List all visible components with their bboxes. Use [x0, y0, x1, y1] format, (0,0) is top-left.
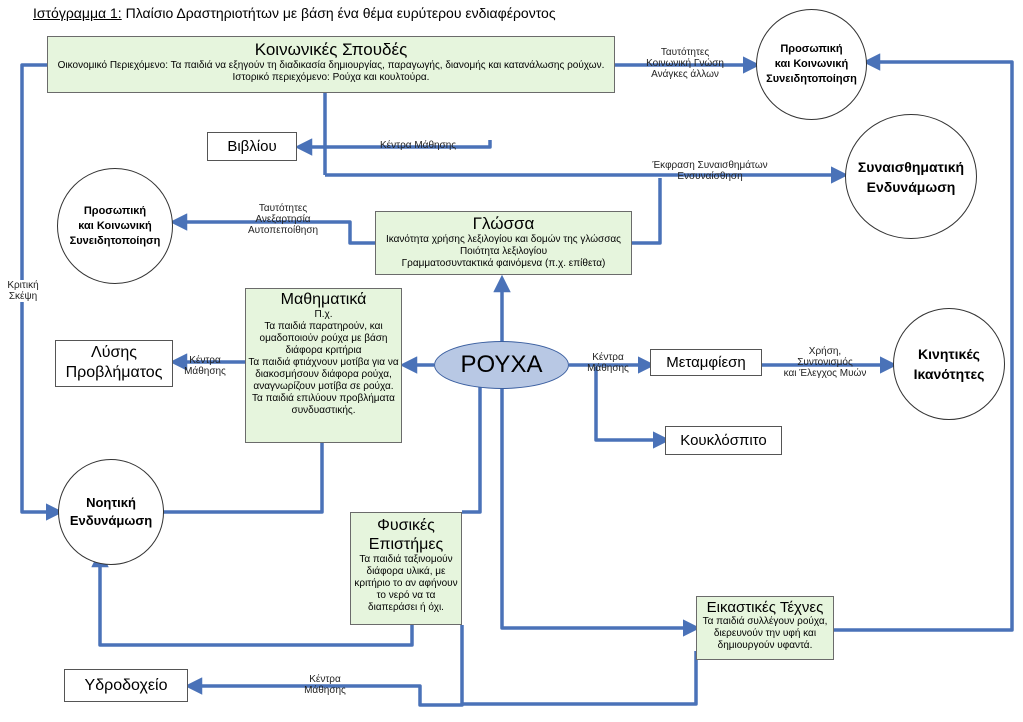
- label-expression: Έκφραση Συναισθημάτων Ενσυναίσθηση: [640, 160, 780, 182]
- label-usage-l2: Συντονισμός: [797, 357, 853, 368]
- label-centers-math-l2: Μάθησης: [184, 366, 226, 377]
- edge-science-to-cognitive: [91, 549, 414, 647]
- node-arts-title: Εικαστικές Τέχνες: [706, 599, 824, 616]
- circle-top-line2: και Κοινωνική: [774, 58, 849, 70]
- node-puppet-house: Κουκλόσπιτο: [665, 426, 782, 455]
- circle-top-line3: Συνειδητοποίηση: [766, 73, 857, 85]
- label-identity-top-l3: Ανάγκες άλλων: [651, 69, 719, 80]
- label-critical-thinking: Κριτική Σκέψη: [6, 280, 40, 302]
- node-language-line3: Γραμματοσυντακτικά φαινόμενα (π.χ. επίθε…: [401, 258, 606, 269]
- label-usage: Χρήση, Συντονισμός και Έλεγχος Μυών: [770, 346, 880, 379]
- circle-top-line1: Προσωπική: [780, 43, 843, 55]
- node-math: Μαθηματικά Π.χ. Τα παιδιά παρατηρούν, κα…: [245, 288, 402, 443]
- label-centers-bottom-l2: Μάθησης: [304, 685, 346, 696]
- node-science-title2: Επιστήμες: [368, 536, 444, 553]
- node-arts: Εικαστικές Τέχνες Τα παιδιά συλλέγουν ρο…: [696, 596, 834, 660]
- label-centers-center-l1: Κέντρα: [592, 352, 624, 363]
- circle-motor-line2: Ικανότητες: [913, 366, 985, 382]
- node-water-tank: Υδροδοχείο: [64, 669, 188, 702]
- circle-emotional-line2: Ενδυνάμωση: [866, 178, 956, 195]
- label-identity-left: Ταυτότητες Ανεξαρτησία Αυτοπεποίθηση: [238, 203, 328, 236]
- edge-to-book: [294, 138, 492, 156]
- node-math-line3: Τα παιδιά φτιάχνουν μοτίβα για να διακοσ…: [248, 357, 399, 392]
- label-centers-center-l2: Μάθησης: [587, 363, 629, 374]
- label-centers-bottom-l1: Κέντρα: [309, 674, 341, 685]
- circle-personal-social-left: Προσωπική και Κοινωνική Συνειδητοποίηση: [57, 168, 173, 284]
- title-text: Πλαίσιο Δραστηριοτήτων με βάση ένα θέμα …: [121, 5, 556, 21]
- node-math-line4: Τα παιδιά επιλύουν προβλήματα συνδυαστικ…: [252, 393, 395, 416]
- label-usage-l3: και Έλεγχος Μυών: [783, 368, 867, 379]
- edge-language-to-personal: [169, 213, 375, 245]
- node-book: Βιβλίου: [207, 132, 297, 161]
- label-identity-left-l2: Ανεξαρτησία: [255, 214, 311, 225]
- page-title: Ιστόγραμμα 1: Πλαίσιο Δραστηριοτήτων με …: [33, 5, 556, 21]
- label-identity-top-l2: Κοινωνική Γνώση: [646, 58, 724, 69]
- label-critical-l2: Σκέψη: [8, 291, 38, 302]
- label-centers-math-l1: Κέντρα: [189, 355, 221, 366]
- label-learning-centers-top: Κέντρα Μάθησης: [380, 140, 457, 151]
- circle-cognitive-line1: Νοητική: [86, 495, 136, 510]
- node-social-title: Κοινωνικές Σπουδές: [254, 40, 408, 59]
- label-centers-bottom: Κέντρα Μάθησης: [300, 674, 350, 696]
- edge-center-to-puppet: [594, 367, 671, 449]
- circle-emotional-line1: Συναισθηματική: [857, 158, 965, 175]
- node-problem-solving: Λύσης Προβλήματος: [55, 340, 173, 387]
- label-identity-left-l3: Αυτοπεποίθηση: [247, 225, 319, 236]
- edge-center-to-science: [462, 385, 482, 514]
- label-expression-l2: Ενσυναίσθηση: [677, 171, 743, 182]
- node-math-line2: Τα παιδιά παρατηρούν, και ομαδοποιούν ρο…: [259, 321, 388, 356]
- node-math-line1: Π.χ.: [314, 309, 333, 320]
- node-language: Γλώσσα Ικανότητα χρήσης λεξιλογίου και δ…: [375, 211, 632, 275]
- edge-language-right: [632, 178, 662, 245]
- circle-personal-awareness-top: Προσωπική και Κοινωνική Συνειδητοποίηση: [756, 9, 867, 120]
- node-science-line1: Τα παιδιά ταξινομούν διάφορα υλικά, με κ…: [354, 554, 458, 613]
- node-language-title: Γλώσσα: [472, 214, 535, 233]
- edge-science-to-water: [184, 625, 464, 707]
- circle-cognitive: Νοητική Ενδυνάμωση: [58, 459, 164, 565]
- edge-arts-bottom: [462, 651, 698, 706]
- node-math-title: Μαθηματικά: [280, 291, 367, 308]
- circle-motor-skills: Κινητικές Ικανότητες: [893, 308, 1005, 420]
- circle-left-line2: και Κοινωνική: [78, 219, 152, 232]
- node-science-title1: Φυσικές: [377, 517, 435, 534]
- node-problem-line2: Προβλήματος: [65, 364, 163, 381]
- edge-arts-to-awareness: [834, 53, 1014, 632]
- circle-emotional: Συναισθηματική Ενδυνάμωση: [845, 114, 977, 239]
- node-language-line1: Ικανότητα χρήσης λεξιλογίου και δομών τη…: [385, 234, 621, 245]
- label-identity-left-l1: Ταυτότητες: [258, 203, 308, 214]
- node-science: Φυσικές Επιστήμες Τα παιδιά ταξινομούν δ…: [350, 512, 462, 625]
- label-expression-l1: Έκφραση Συναισθημάτων: [652, 160, 768, 171]
- edge-center-to-arts: [500, 389, 701, 637]
- label-critical-l1: Κριτική: [7, 280, 39, 291]
- label-usage-l1: Χρήση,: [808, 346, 842, 357]
- circle-motor-line1: Κινητικές: [918, 346, 980, 362]
- circle-cognitive-line2: Ενδυνάμωση: [69, 513, 153, 528]
- node-social-studies: Κοινωνικές Σπουδές Οικονομικό Περιεχόμεν…: [47, 36, 615, 93]
- label-identity-top: Ταυτότητες Κοινωνική Γνώση Ανάγκες άλλων: [630, 47, 740, 80]
- node-social-line1: Οικονομικό Περιεχόμενο: Τα παιδιά να εξη…: [57, 60, 605, 71]
- label-centers-math: Κέντρα Μάθησης: [180, 355, 230, 377]
- node-language-line2: Ποιότητα λεξιλογίου: [459, 246, 548, 257]
- node-social-line2: Ιστορικό περιεχόμενο: Ρούχα και κουλτούρ…: [232, 72, 430, 83]
- label-identity-top-l1: Ταυτότητες: [660, 47, 710, 58]
- center-node: ΡΟΥΧΑ: [434, 341, 569, 389]
- circle-left-line3: Συνειδητοποίηση: [69, 234, 161, 247]
- label-centers-center: Κέντρα Μάθησης: [583, 352, 633, 374]
- title-prefix: Ιστόγραμμα 1:: [33, 5, 122, 21]
- circle-left-line1: Προσωπική: [83, 204, 147, 217]
- node-costume: Μεταμφίεση: [650, 349, 762, 376]
- node-arts-line1: Τα παιδιά συλλέγουν ρούχα, διερευνούν τη…: [702, 616, 828, 651]
- edge-math-to-cognitive: [136, 443, 324, 521]
- node-problem-line1: Λύσης: [91, 344, 137, 361]
